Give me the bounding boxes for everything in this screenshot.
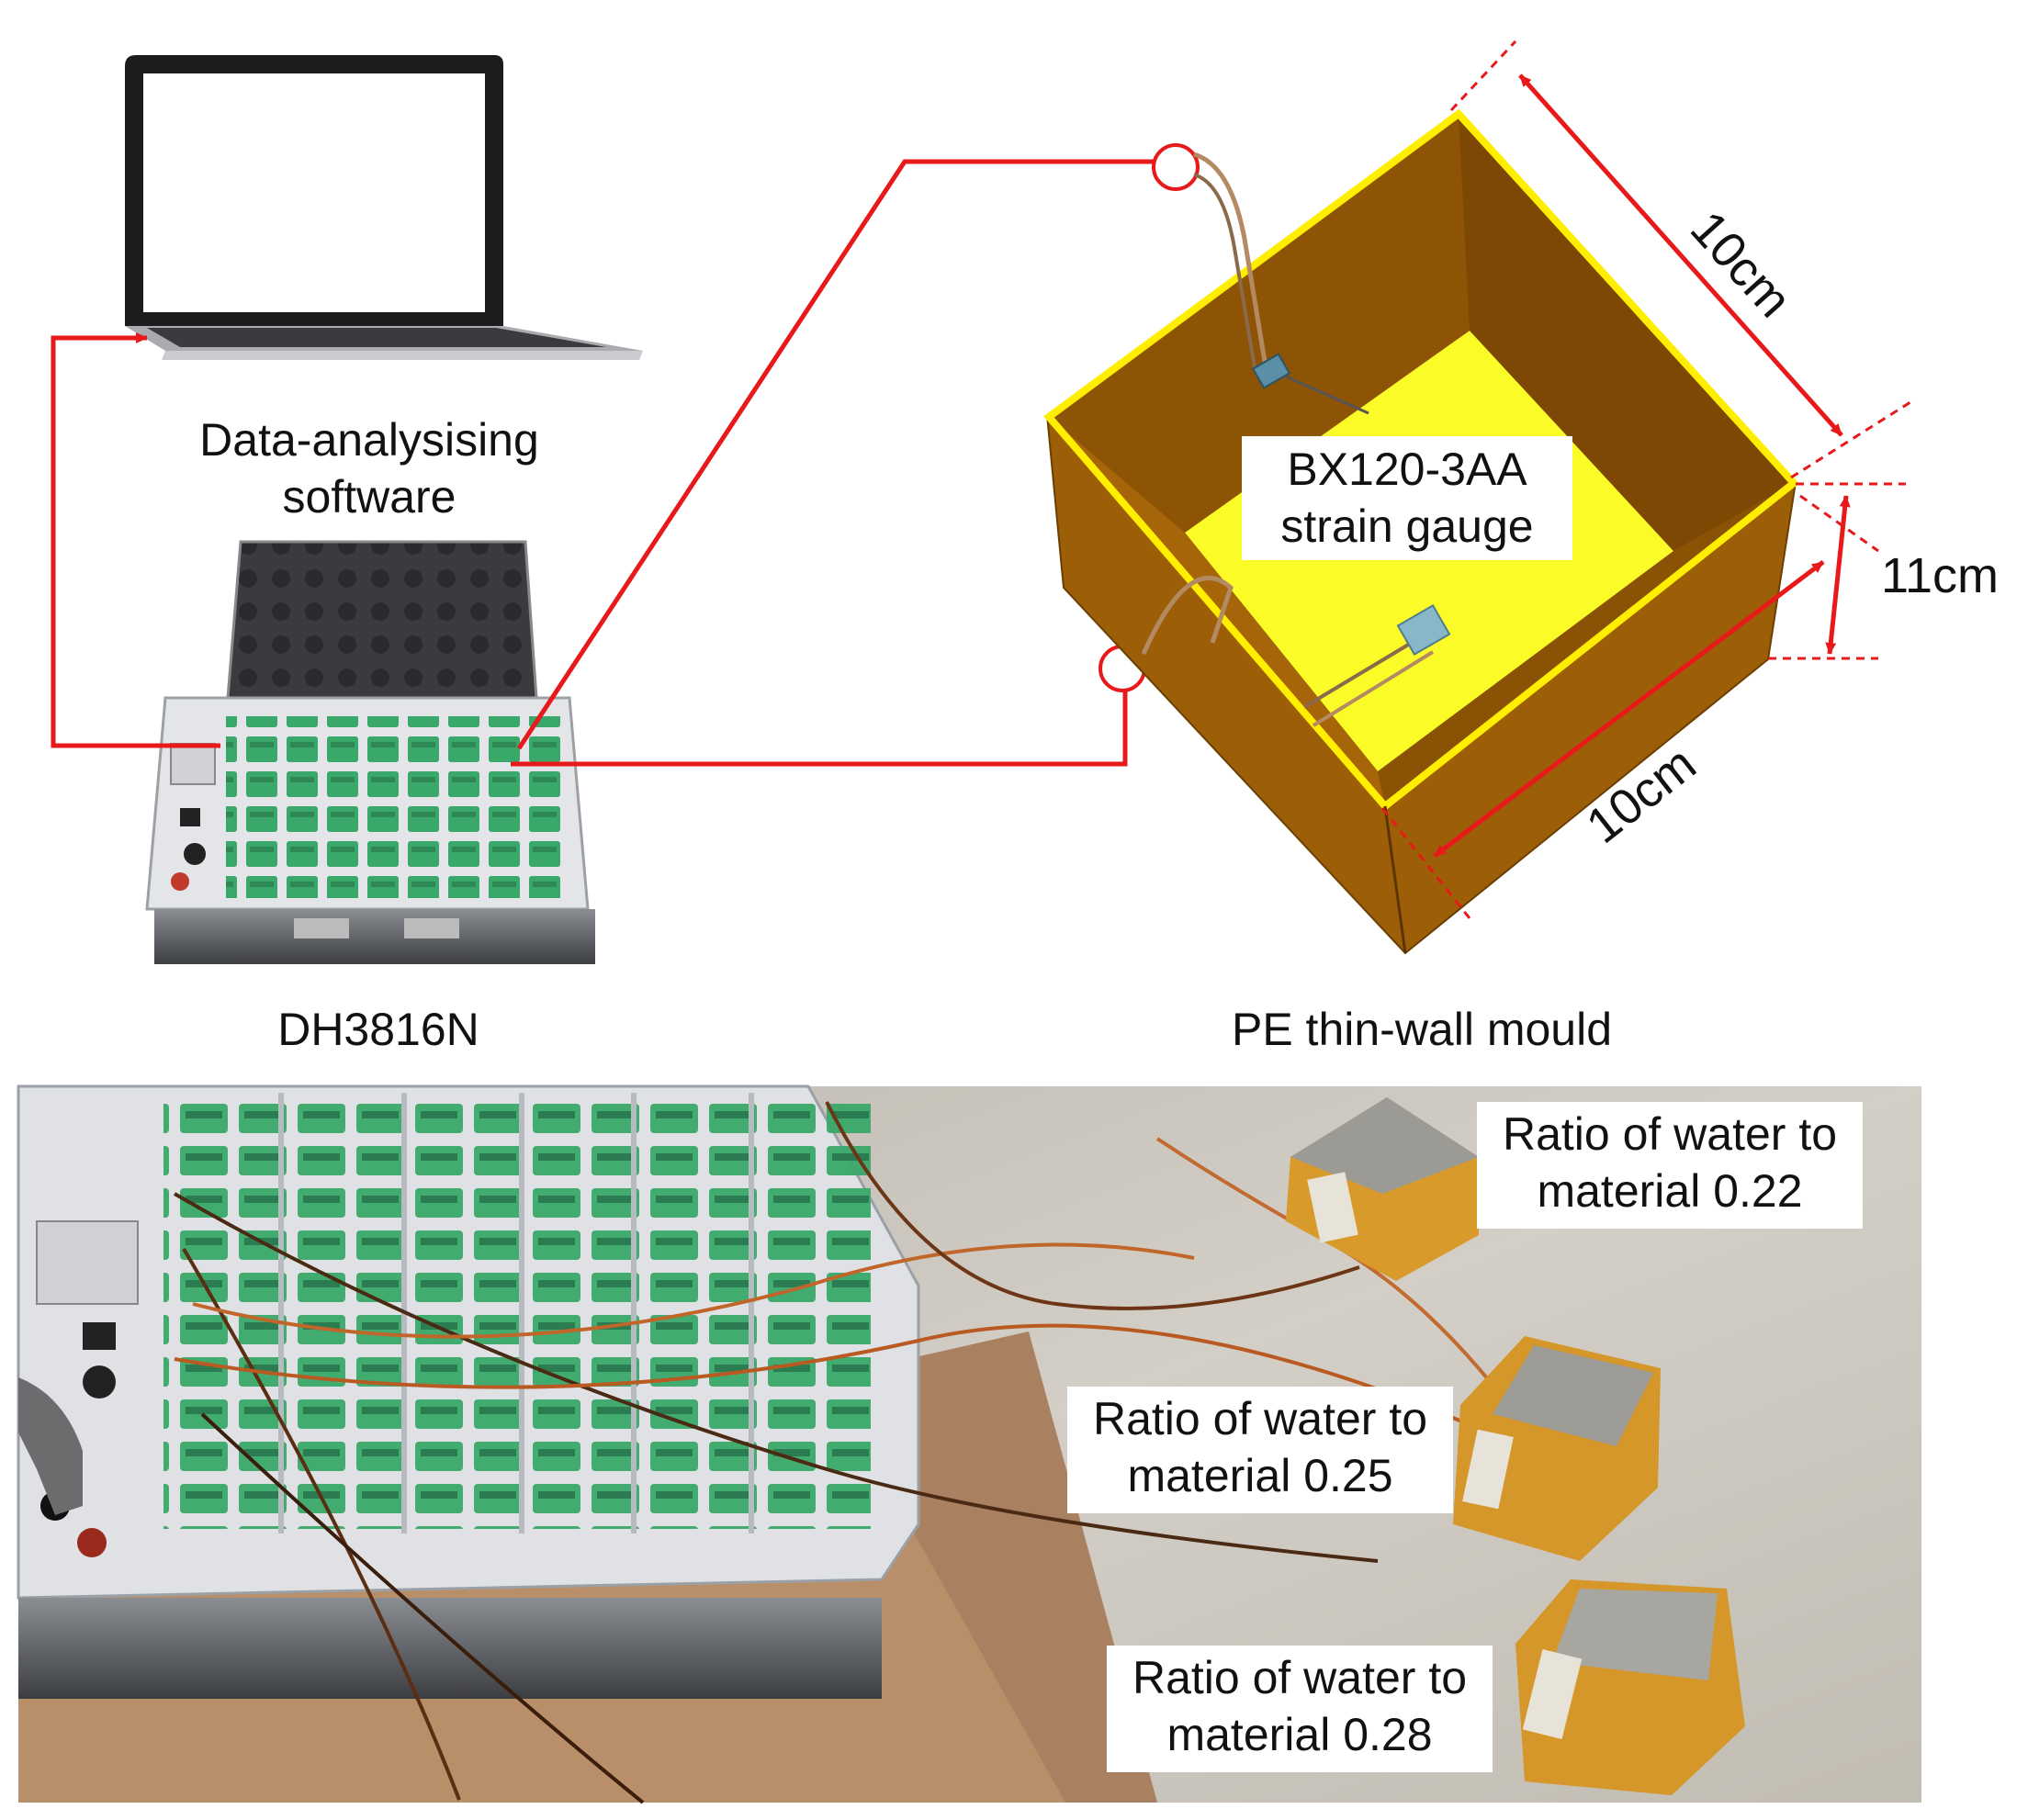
gauge-label-box — [1242, 436, 1572, 560]
laptop-icon — [125, 55, 643, 360]
sample3-label-line1: Ratio of water to — [1132, 1652, 1467, 1703]
gauge-label-line1: BX120-3AA — [1287, 444, 1527, 495]
acquisition-device-icon — [145, 540, 595, 964]
sample2-label-box — [1067, 1387, 1453, 1513]
laptop-label-line2: software — [283, 471, 456, 522]
mould-label: PE thin-wall mould — [1232, 1004, 1612, 1055]
sample2-label-line2: material 0.25 — [1127, 1450, 1392, 1501]
gauge-label-line2: strain gauge — [1280, 500, 1533, 552]
sample1-label-line2: material 0.22 — [1537, 1165, 1802, 1217]
device-label: DH3816N — [277, 1004, 479, 1055]
upper-gauge-connection — [516, 159, 1155, 750]
upper-connection-circle — [1152, 143, 1200, 191]
sample3-label-line2: material 0.28 — [1166, 1709, 1432, 1760]
sample1-label-line1: Ratio of water to — [1503, 1108, 1837, 1160]
height-dimension-label: 11cm — [1881, 548, 1999, 603]
lower-gauge-connection — [511, 691, 1128, 767]
sample1-label-box — [1477, 1102, 1863, 1229]
sample3-label-box — [1107, 1646, 1493, 1772]
bottom-dimension — [1380, 560, 1825, 919]
top-dimension-label: 10cm — [1680, 201, 1802, 328]
top-dimension — [1449, 39, 1911, 479]
sample2-label-line1: Ratio of water to — [1093, 1393, 1427, 1444]
device-to-laptop-connection — [51, 332, 220, 748]
laptop-label-line1: Data-analysising — [199, 414, 539, 466]
